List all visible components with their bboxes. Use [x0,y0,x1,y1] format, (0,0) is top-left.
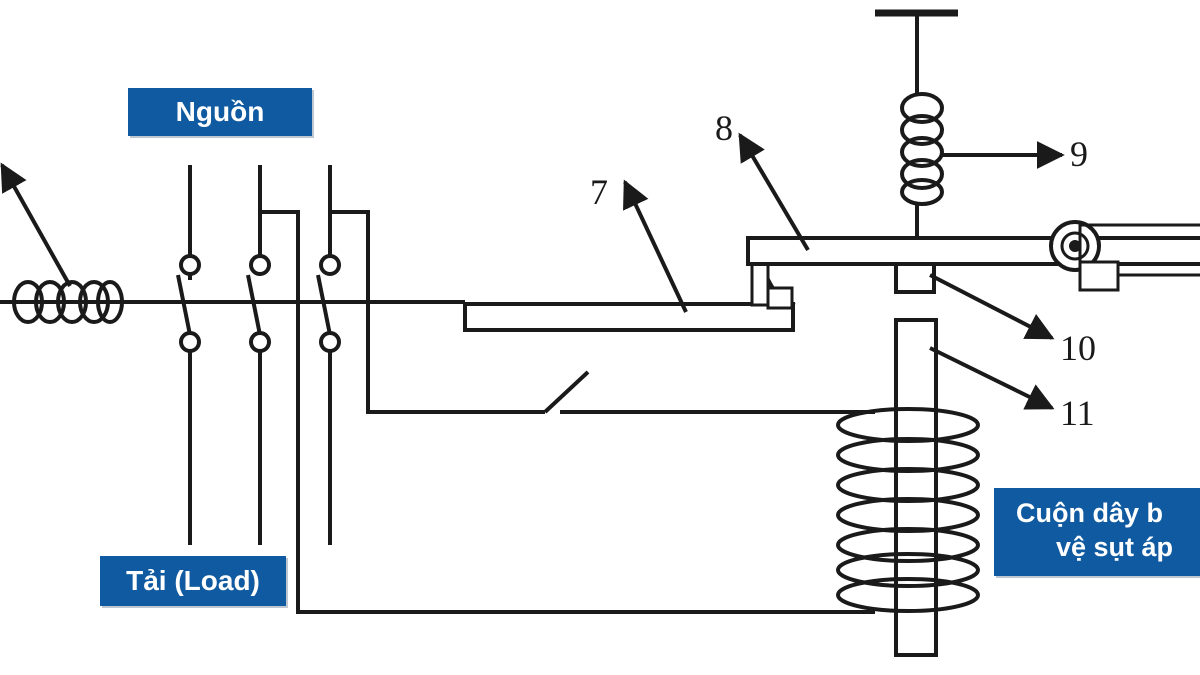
wire-pole3-to-coil-top [330,210,545,414]
wire-pole2-to-coil-bottom [260,210,875,614]
armature-10 [894,262,936,294]
load-label-text: Tải (Load) [126,565,260,596]
label-8: 8 [715,108,733,148]
label-9: 9 [1070,134,1088,174]
arrow-10 [929,273,1055,340]
label-11: 11 [1060,393,1095,433]
right-bracket [1078,223,1200,277]
coil-label: Cuộn dây b vệ sụt áp [994,488,1200,576]
arrow-8 [738,132,810,252]
left-coil-arrow [0,162,72,287]
contact-pole-1 [176,165,201,545]
lever-arm-8 [746,236,1200,266]
arrow-7 [623,179,688,313]
coil-label-line1: Cuộn dây b [1016,498,1163,528]
spring-9 [900,92,944,206]
load-label: Tải (Load) [100,556,286,606]
core-11 [894,318,938,657]
switch-blade [543,370,590,414]
arrow-11 [929,346,1055,410]
source-label: Nguồn [128,88,312,136]
coil-label-line2: vệ sụt áp [1056,532,1174,562]
label-10: 10 [1060,328,1096,368]
contact-pole-2 [246,165,271,545]
source-label-text: Nguồn [175,96,265,127]
trip-bar-7 [463,302,795,332]
label-7: 7 [590,172,608,212]
contact-pole-3 [316,165,341,545]
undervoltage-coil [836,407,980,613]
